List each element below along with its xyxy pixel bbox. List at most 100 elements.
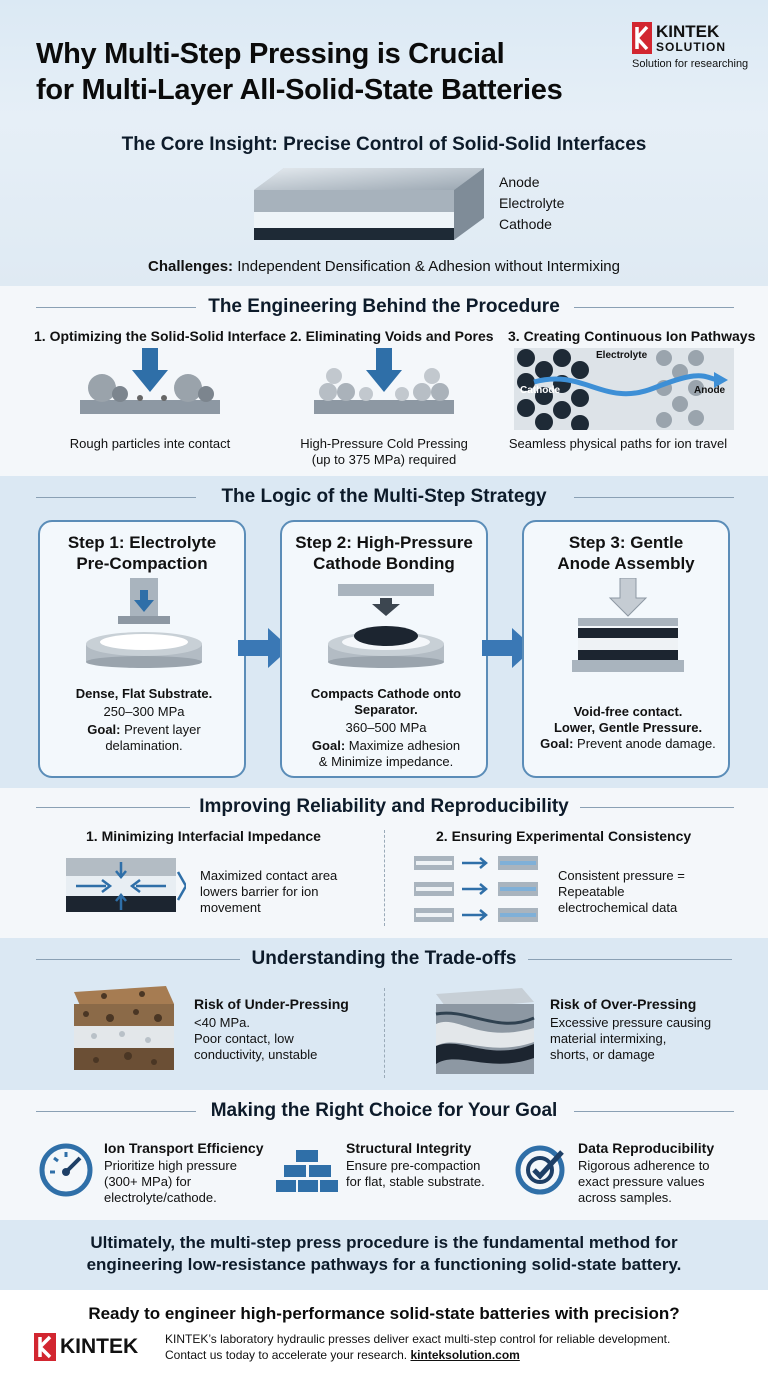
pathway-label-anode: Anode: [694, 385, 726, 396]
step-1-goal-label: Goal:: [87, 722, 121, 737]
website-link[interactable]: kinteksolution.com: [410, 1348, 520, 1362]
choice-title-3: Data Reproducibility: [578, 1140, 715, 1156]
step-2-goal-line1: Maximize adhesion: [348, 738, 461, 753]
header-section: Why Multi-Step Pressing is Crucial for M…: [0, 0, 768, 118]
engineering-caption-3: Seamless physical paths for ion travel: [508, 436, 728, 451]
choice-title-2: Structural Integrity: [346, 1140, 472, 1156]
reliability-right-line1: Consistent pressure =: [558, 868, 685, 883]
consistency-icon: [414, 856, 538, 922]
reliability-left-line2: lowers barrier for ion: [200, 884, 319, 899]
under-pressing-line1: <40 MPa.: [194, 1015, 251, 1030]
step-1-pressure: 250–300 MPa: [103, 704, 185, 719]
step-2-goal-label: Goal:: [311, 738, 346, 753]
choice-heading: Making the Right Choice for Your Goal: [210, 1100, 558, 1121]
choice-text-2: Ensure pre-compaction for flat, stable s…: [346, 1158, 485, 1190]
engineering-caption-2-line1: High-Pressure Cold Pressing: [300, 436, 468, 451]
step-3-title-line2: Anode Assembly: [557, 554, 695, 573]
under-pressing-icon: [74, 986, 174, 1070]
target-icon: [515, 1145, 565, 1195]
press-step-3-icon: [572, 578, 684, 672]
step-1-title-line2: Pre-Compaction: [76, 554, 208, 573]
step-2-title: Step 2: High-Pressure Cathode Bonding: [282, 532, 486, 574]
choice-3-line2: exact pressure values: [578, 1174, 705, 1189]
choice-2-line2: for flat, stable substrate.: [346, 1174, 485, 1189]
impedance-icon: [66, 858, 186, 912]
footer-line1: KINTEK’s laboratory hydraulic presses de…: [165, 1332, 671, 1346]
engineering-heading: The Engineering Behind the Procedure: [208, 296, 560, 317]
engineering-title-3: 3. Creating Continuous Ion Pathways: [508, 328, 756, 344]
footer-text: KINTEK’s laboratory hydraulic presses de…: [165, 1331, 670, 1363]
brand-tagline: Solution for researching: [632, 58, 749, 70]
core-insight-section: The Core Insight: Precise Control of Sol…: [0, 118, 768, 286]
over-pressing-line2: material intermixing,: [550, 1031, 667, 1046]
engineering-title-1: 1. Optimizing the Solid-Solid Interface: [34, 328, 287, 344]
challenges-line: Challenges: Independent Densification & …: [0, 258, 768, 275]
page-title: Why Multi-Step Pressing is Crucial for M…: [36, 36, 563, 108]
step-3-goal-label: Goal:: [540, 736, 574, 751]
step-1-card: Step 1: Electrolyte Pre-Compaction Dense…: [38, 520, 246, 778]
step-2-goal: Goal: Maximize adhesion: [288, 738, 484, 754]
kintek-logo-icon: [34, 1333, 56, 1361]
tradeoffs-section: Understanding the Trade-offs Risk of Und…: [0, 938, 768, 1090]
step-3-card: Step 3: Gentle Anode Assembly Void-free …: [522, 520, 730, 778]
title-line-1: Why Multi-Step Pressing is Crucial: [36, 38, 505, 70]
choice-1-line1: Prioritize high pressure: [104, 1158, 237, 1173]
conclusion-section: Ultimately, the multi-step press procedu…: [0, 1220, 768, 1290]
layer-label-cathode: Cathode: [499, 216, 552, 232]
engineering-caption-2-line2: (up to 375 MPa) required: [311, 452, 457, 467]
step-1-goal: Goal: Prevent layer: [46, 722, 242, 738]
pathway-label-cathode: Cathode: [520, 385, 560, 396]
footer-brand[interactable]: KINTEK: [60, 1335, 139, 1358]
step-1-title-line1: Step 1: Electrolyte: [67, 533, 217, 552]
gauge-icon: [39, 1143, 93, 1197]
footer-cta: Ready to engineer high-performance solid…: [88, 1304, 680, 1323]
layer-label-electrolyte: Electrolyte: [499, 195, 565, 211]
kintek-logo-icon: [632, 22, 652, 54]
step-2-desc-line2: Separator.: [354, 702, 418, 717]
step-2-goal-line2: & Minimize impedance.: [318, 754, 454, 769]
reliability-left-text: Maximized contact area lowers barrier fo…: [200, 868, 337, 916]
reliability-right-line3: electrochemical data: [558, 900, 678, 915]
arrow-right-icon: [238, 628, 290, 668]
step-3-goal-line1: Prevent anode damage.: [577, 736, 716, 751]
reliability-right-title: 2. Ensuring Experimental Consistency: [436, 828, 692, 844]
ion-pathway-icon: [514, 348, 734, 430]
blocks-icon: [276, 1150, 338, 1192]
reliability-left-line1: Maximized contact area: [200, 868, 338, 883]
step-2-desc-line1: Compacts Cathode onto: [310, 686, 462, 701]
strategy-heading: The Logic of the Multi-Step Strategy: [221, 486, 547, 507]
step-2-pressure: 360–500 MPa: [345, 720, 427, 735]
step-1-goal-line1: Prevent layer: [124, 722, 201, 737]
reliability-left-line3: movement: [200, 900, 261, 915]
over-pressing-icon: [435, 988, 535, 1074]
step-3-title: Step 3: Gentle Anode Assembly: [524, 532, 728, 574]
step-2-card: Step 2: High-Pressure Cathode Bonding Co…: [280, 520, 488, 778]
over-pressing-title: Risk of Over-Pressing: [550, 996, 697, 1012]
divider: [384, 830, 385, 926]
reliability-right-text: Consistent pressure = Repeatable electro…: [558, 868, 685, 916]
pathway-label-electrolyte: Electrolyte: [596, 350, 648, 361]
arrow-right-icon: [482, 628, 534, 668]
challenges-text: Independent Densification & Adhesion wit…: [237, 258, 620, 275]
choice-text-3: Rigorous adherence to exact pressure val…: [578, 1158, 710, 1206]
rough-particles-icon: [80, 348, 220, 414]
press-step-2-icon: [328, 584, 444, 668]
choice-2-line1: Ensure pre-compaction: [346, 1158, 481, 1173]
step-3-title-line1: Step 3: Gentle: [568, 533, 684, 552]
under-pressing-text: <40 MPa. Poor contact, low conductivity,…: [194, 1015, 317, 1063]
divider: [384, 988, 385, 1078]
choice-3-line3: across samples.: [578, 1190, 672, 1205]
challenges-label: Challenges:: [148, 258, 234, 275]
conclusion-line1: Ultimately, the multi-step press procedu…: [90, 1233, 678, 1252]
core-heading: The Core Insight: Precise Control of Sol…: [121, 134, 647, 155]
step-1-goal-line2: delamination.: [105, 738, 183, 753]
choice-title-1: Ion Transport Efficiency: [104, 1140, 264, 1156]
choice-1-line2: (300+ MPa) for: [104, 1174, 192, 1189]
over-pressing-text: Excessive pressure causing material inte…: [550, 1015, 711, 1063]
engineering-caption-1: Rough particles inte contact: [69, 436, 231, 451]
brand-name: KINTEK: [656, 22, 720, 41]
reliability-heading: Improving Reliability and Reproducibilit…: [199, 796, 569, 817]
step-2-title-line2: Cathode Bonding: [313, 554, 455, 573]
reliability-right-line2: Repeatable: [558, 884, 625, 899]
reliability-left-title: 1. Minimizing Interfacial Impedance: [86, 828, 321, 844]
